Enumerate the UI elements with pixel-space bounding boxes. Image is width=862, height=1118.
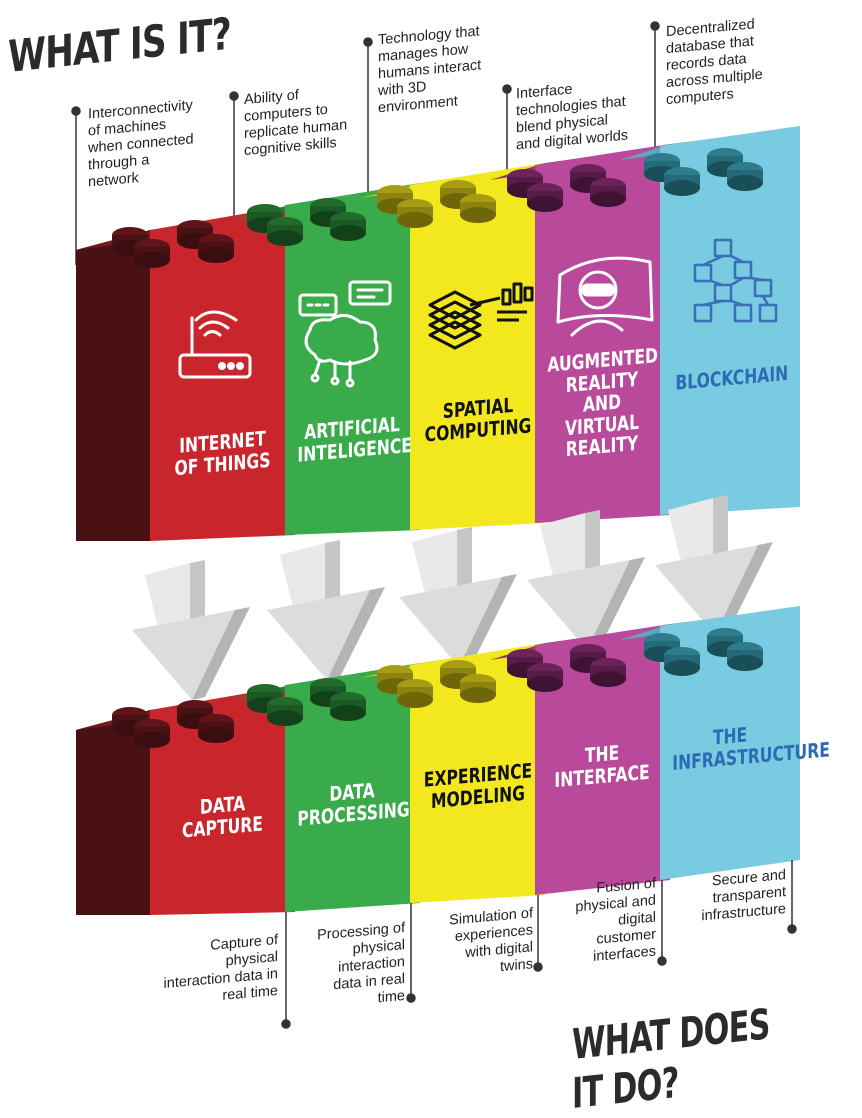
infographic: WHAT IS IT? WHAT DOES IT DO? Interconnec… [8, 9, 830, 1118]
the-interface-label: THE INTERFACE [547, 739, 656, 792]
blockchain-description: Decentralized database that records data… [666, 12, 806, 109]
brain-chat-icon [298, 280, 392, 388]
stud [590, 658, 626, 687]
stud [727, 642, 763, 671]
spatial-description: Technology that manages how humans inter… [378, 20, 523, 118]
ai-description: Ability of computers to replicate human … [244, 80, 384, 160]
experience-modeling-description: Simulation of experiences with digital t… [425, 905, 533, 982]
arvr-label: AUGMENTED REALITY AND VIRTUAL REALITY [547, 343, 658, 463]
top-studs [112, 148, 763, 268]
bottom-row [76, 606, 800, 915]
down-arrows [132, 495, 773, 700]
stud [330, 692, 366, 721]
stud [330, 212, 366, 241]
down-arrow [527, 510, 645, 650]
stud [397, 679, 433, 708]
bottom-studs [112, 628, 763, 748]
iot-block-front [150, 205, 295, 541]
down-arrow [399, 527, 517, 667]
top-leaders [71, 21, 660, 265]
ai-label: ARTIFICIAL INTELIGENCE [297, 412, 412, 467]
arvr-block-front [535, 144, 670, 523]
down-arrow [132, 560, 250, 700]
data-capture-description: Capture of physical interaction data in … [140, 932, 278, 1012]
stud [198, 234, 234, 263]
stud [198, 714, 234, 743]
infrastructure-block-front [660, 606, 800, 880]
layers-chart-icon [428, 282, 534, 350]
the-interface-description: Fusion of physical and digital customer … [552, 875, 656, 969]
stud [727, 162, 763, 191]
data-processing-description: Processing of physical interaction data … [290, 920, 405, 1015]
stud [527, 183, 563, 212]
stud [590, 178, 626, 207]
wifi-router-icon [178, 310, 252, 379]
capture-block-side [76, 710, 150, 915]
iot-block-side [76, 230, 150, 541]
capture-block-front [150, 685, 295, 915]
what-does-it-do-title: WHAT DOES IT DO? [572, 999, 770, 1118]
down-arrow [655, 495, 773, 635]
blockchain-network-icon [693, 238, 778, 323]
down-arrow [267, 540, 385, 680]
stud [460, 194, 496, 223]
blockchain-block-front [660, 126, 800, 515]
interface-block-front [535, 624, 670, 895]
iot-description: Interconnectivity of machines when conne… [88, 93, 238, 191]
stud [397, 199, 433, 228]
bottom-leaders [281, 860, 797, 1029]
stud [134, 239, 170, 268]
processing-block-front [285, 663, 420, 912]
stud [527, 663, 563, 692]
data-processing-label: DATA PROCESSING [297, 777, 409, 830]
arvr-description: Interface technologies that blend physic… [516, 74, 661, 155]
stud [664, 167, 700, 196]
spatial-block-front [410, 163, 545, 530]
ai-block-front [285, 183, 420, 535]
brick-diagram [71, 21, 800, 1029]
stud [267, 217, 303, 246]
stud [460, 674, 496, 703]
vr-headset-icon [556, 256, 654, 337]
the-infrastructure-description: Secure and transparent infrastructure [672, 867, 786, 928]
stud [267, 697, 303, 726]
spatial-label: SPATIAL COMPUTING [423, 393, 532, 446]
stud [664, 647, 700, 676]
experience-modeling-label: EXPERIENCE MODELING [423, 758, 532, 813]
modeling-block-front [410, 643, 545, 903]
stud [134, 719, 170, 748]
